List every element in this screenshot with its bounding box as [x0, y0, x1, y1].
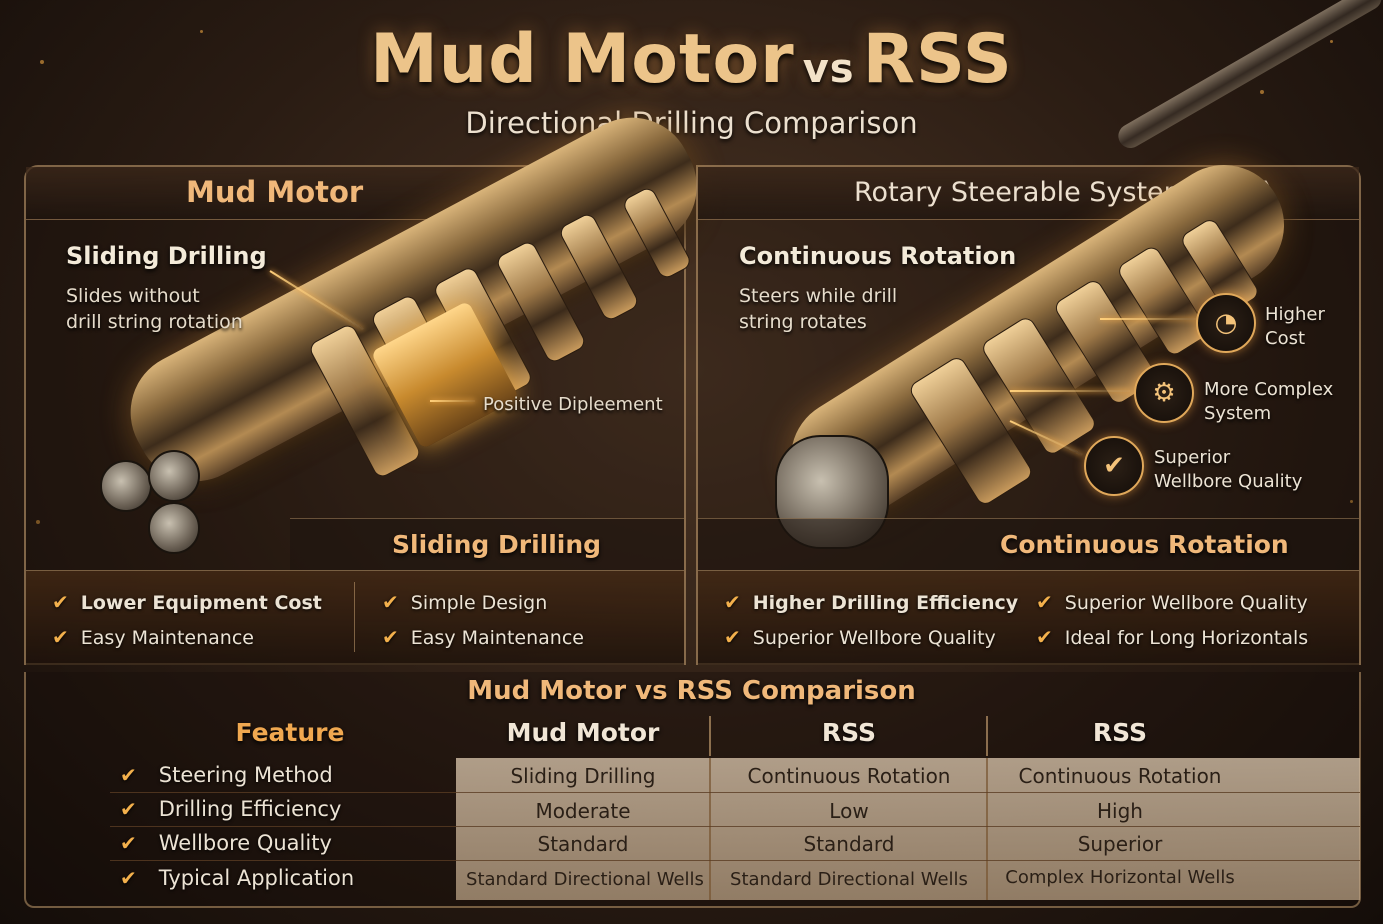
- row-divider: [110, 792, 1360, 793]
- spark: [36, 520, 40, 524]
- icon-leader-line: [1010, 390, 1130, 392]
- mud-motor-callout-text-2: drill string rotation: [66, 311, 243, 333]
- spark: [1330, 40, 1333, 43]
- table-body-background: [456, 758, 1360, 900]
- benefit-item: ✔Lower Equipment Cost: [52, 590, 322, 614]
- rss-footer-label: Continuous Rotation: [1000, 530, 1289, 559]
- check-icon: ✔: [382, 625, 399, 649]
- check-icon: ✔: [724, 625, 741, 649]
- spark: [200, 30, 203, 33]
- drill-bit-cutter: [148, 450, 200, 502]
- check-icon: ✔: [120, 763, 137, 787]
- benefit-divider: [354, 582, 355, 652]
- table-header-rss-2: RSS: [1092, 718, 1148, 747]
- gauge-icon: ◔: [1196, 293, 1256, 353]
- rss-footer-band: [698, 518, 1359, 571]
- table-header-feature: Feature: [235, 718, 345, 747]
- table-cell: Continuous Rotation: [747, 764, 951, 788]
- mud-motor-heading: Mud Motor: [186, 175, 364, 209]
- drill-bit-cutter: [148, 502, 200, 554]
- drill-bit-cutter: [100, 460, 152, 512]
- table-cell: Sliding Drilling: [510, 764, 656, 788]
- benefit-item: ✔Easy Maintenance: [52, 625, 254, 649]
- check-icon: ✔: [1036, 625, 1053, 649]
- check-icon: ✔: [52, 590, 69, 614]
- rss-callout-title: Continuous Rotation: [739, 242, 1017, 270]
- table-header-mud-motor: Mud Motor: [506, 718, 660, 747]
- callout-leader-line: [430, 400, 475, 402]
- table-cell: Standard: [537, 832, 629, 856]
- spark: [40, 60, 44, 64]
- page-subtitle: Directional Drilling Comparison: [465, 106, 918, 140]
- check-icon: ✔: [120, 797, 137, 821]
- column-divider: [986, 758, 988, 900]
- table-header-rss: RSS: [821, 718, 877, 747]
- table-cell: Low: [829, 799, 869, 823]
- check-icon: ✔: [1036, 590, 1053, 614]
- table-cell: Superior: [1077, 832, 1163, 856]
- table-cell: Moderate: [535, 799, 631, 823]
- spark: [1260, 90, 1264, 94]
- benefit-item: ✔Easy Maintenance: [382, 625, 584, 649]
- column-divider: [709, 716, 711, 756]
- benefit-item: ✔Higher Drilling Efficiency: [724, 590, 1019, 614]
- table-row-feature: ✔Wellbore Quality: [120, 831, 332, 855]
- mud-motor-callout-text-1: Slides without: [66, 285, 200, 307]
- spark: [1350, 500, 1353, 503]
- complex-system-icon: ⚙: [1134, 363, 1194, 423]
- icon-leader-line: [1100, 318, 1196, 320]
- table-cell: Continuous Rotation: [1018, 764, 1222, 788]
- table-cell: Standard: [803, 832, 895, 856]
- mud-motor-footer-band: [290, 518, 684, 571]
- rss-callout-text-2: string rotates: [739, 311, 867, 333]
- table-row-feature: ✔Typical Application: [120, 866, 355, 890]
- positive-displacement-label: Positive Dipleement: [483, 394, 663, 415]
- table-row-feature: ✔Steering Method: [120, 763, 333, 787]
- comparison-title: Mud Motor vs RSS Comparison: [467, 676, 916, 706]
- check-icon: ✔: [120, 866, 137, 890]
- benefit-item: ✔Superior Wellbore Quality: [724, 625, 996, 649]
- wellbore-quality-icon: ✔: [1084, 436, 1144, 496]
- column-divider: [709, 758, 711, 900]
- table-row-feature: ✔Drilling Efficiency: [120, 797, 342, 821]
- check-icon: ✔: [52, 625, 69, 649]
- table-cell: Complex Horizontal Wells: [1005, 867, 1235, 888]
- benefit-item: ✔Simple Design: [382, 590, 548, 614]
- table-cell: Standard Directional Wells: [730, 869, 968, 890]
- row-divider: [110, 826, 1360, 827]
- row-divider: [110, 860, 1360, 861]
- column-divider: [986, 716, 988, 756]
- mud-motor-footer-label: Sliding Drilling: [392, 530, 602, 559]
- rss-benefits: [698, 570, 1359, 665]
- check-icon: ✔: [724, 590, 741, 614]
- mud-motor-callout-title: Sliding Drilling: [66, 242, 267, 270]
- check-icon: ✔: [120, 831, 137, 855]
- benefit-item: ✔Ideal for Long Horizontals: [1036, 625, 1309, 649]
- mud-motor-benefits: [26, 570, 684, 665]
- benefit-item: ✔Superior Wellbore Quality: [1036, 590, 1308, 614]
- table-cell: Standard Directional Wells: [466, 869, 704, 890]
- mud-motor-illustration: [100, 96, 718, 570]
- rss-callout-text-1: Steers while drill: [739, 285, 898, 307]
- check-icon: ✔: [382, 590, 399, 614]
- table-cell: High: [1097, 799, 1143, 823]
